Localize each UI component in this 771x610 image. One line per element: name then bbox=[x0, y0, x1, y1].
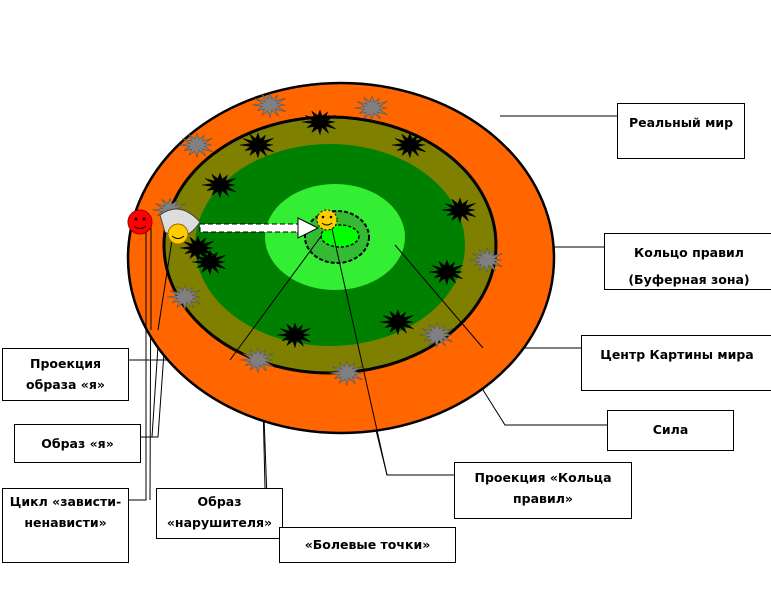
self-image-face-icon bbox=[127, 209, 153, 235]
violator-star-icon bbox=[239, 132, 274, 159]
pain-point-star-icon bbox=[418, 322, 453, 349]
label-pain-points: «Болевые точки» bbox=[279, 527, 456, 563]
label-self-image: Образ «я» bbox=[14, 424, 141, 463]
label-real-world: Реальный мир bbox=[617, 103, 745, 159]
pain-point-star-icon bbox=[328, 360, 363, 387]
violator-star-icon bbox=[379, 309, 414, 336]
label-force: Сила bbox=[607, 410, 734, 451]
self-projection-face-icon bbox=[159, 208, 201, 245]
violator-star-icon bbox=[276, 322, 311, 349]
violator-star-icon bbox=[428, 259, 463, 286]
violator-star-icon bbox=[441, 197, 476, 224]
violator-star-icon bbox=[201, 172, 236, 199]
label-center: Центр Картины мира bbox=[581, 335, 771, 391]
pain-point-star-icon bbox=[468, 247, 503, 274]
violator-star-icon bbox=[301, 109, 336, 136]
stars-group bbox=[151, 92, 503, 387]
pain-point-star-icon bbox=[239, 347, 274, 374]
label-rules-ring: Кольцо правил(Буферная зона) bbox=[604, 233, 771, 290]
pain-point-star-icon bbox=[166, 284, 201, 311]
pain-point-star-icon bbox=[178, 132, 213, 159]
projection-face-icon bbox=[316, 209, 338, 231]
projection-arrow bbox=[199, 217, 320, 239]
violator-star-icon bbox=[391, 132, 426, 159]
pain-point-star-icon bbox=[251, 92, 286, 119]
pain-point-star-icon bbox=[353, 95, 388, 122]
label-envy-hatred-cycle: Цикл «зависти-ненависти» bbox=[2, 488, 129, 563]
violator-star-icon bbox=[191, 249, 226, 276]
label-violator-image: Образ«нарушителя» bbox=[156, 488, 283, 539]
